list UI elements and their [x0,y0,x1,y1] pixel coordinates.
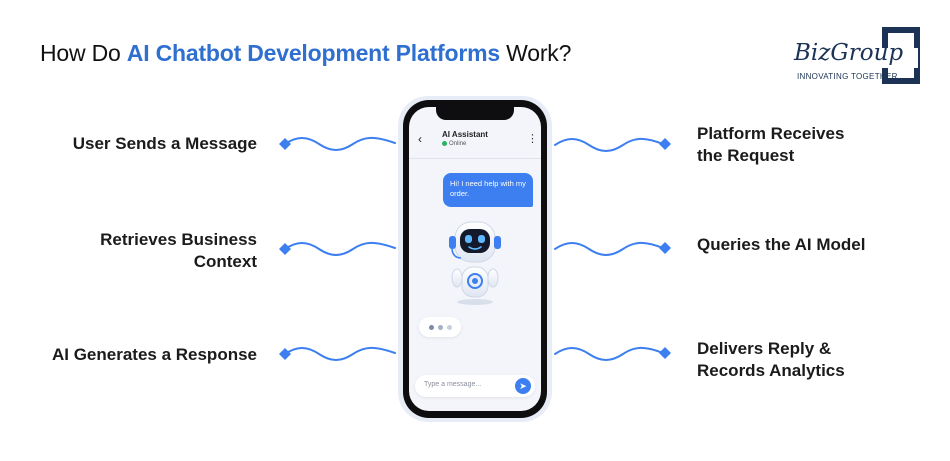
step-label-line: Retrieves Business [100,230,257,249]
title-prefix: How Do [40,40,127,66]
diamond-left-3 [279,348,291,360]
status-indicator: Online [442,141,466,147]
bizgroup-logo: BizGroup INNOVATING TOGETHER [790,24,930,84]
title-suffix: Work? [499,40,572,66]
message-input[interactable]: Type a message... ➤ [415,375,535,397]
step-label-line: Queries the AI Model [697,235,866,254]
step-label-line: the Request [697,146,795,165]
chat-header: ‹ AI Assistant Online ⋮ [409,129,541,155]
logo-wordmark: BizGroup [794,40,904,66]
typing-dot [447,325,452,330]
kebab-menu-icon[interactable]: ⋮ [527,133,538,145]
diamond-right-1 [659,138,671,150]
logo-frame-gap [870,48,918,68]
step-ai-generates-response: AI Generates a Response [52,344,257,366]
step-label-line: Platform Receives [697,124,845,143]
connector-left-2 [284,241,396,256]
connector-right-1 [554,137,664,152]
connector-left-1 [284,136,396,151]
chevron-left-icon[interactable]: ‹ [418,132,422,146]
typing-dot [429,325,434,330]
step-user-sends-message: User Sends a Message [73,133,257,155]
step-label-line: Context [193,252,257,271]
page-title: How Do AI Chatbot Development Platforms … [40,40,571,67]
robot-icon [449,221,501,305]
step-label-line: User Sends a Message [72,134,257,153]
step-delivers-reply: Delivers Reply & Records Analytics [697,338,845,382]
header-divider [409,158,541,159]
assistant-name: AI Assistant [442,130,488,139]
diamond-right-3 [659,347,671,359]
connector-left-3 [284,346,396,361]
message-input-placeholder: Type a message... [424,381,482,388]
diamond-left-2 [279,243,291,255]
connector-right-2 [554,241,664,256]
typing-dot [438,325,443,330]
connector-right-3 [554,346,664,361]
typing-indicator [419,317,461,337]
user-message-bubble: Hi! I need help with my order. [443,173,533,207]
diamond-right-2 [659,242,671,254]
logo-tagline: INNOVATING TOGETHER [797,72,898,81]
step-queries-ai-model: Queries the AI Model [697,234,865,256]
diamond-left-1 [279,138,291,150]
phone-notch [436,107,514,120]
step-label-line: AI Generates a Response [51,345,257,364]
send-arrow-icon[interactable]: ➤ [515,378,531,394]
status-text: Online [449,141,467,148]
step-platform-receives: Platform Receives the Request [697,123,844,167]
title-highlight: AI Chatbot Development Platforms [126,40,500,66]
step-label-line: Records Analytics [697,361,845,380]
step-label-line: Delivers Reply & [697,339,832,358]
online-dot-icon [442,141,447,146]
phone-screen: ‹ AI Assistant Online ⋮ Hi! I need help … [409,107,541,411]
